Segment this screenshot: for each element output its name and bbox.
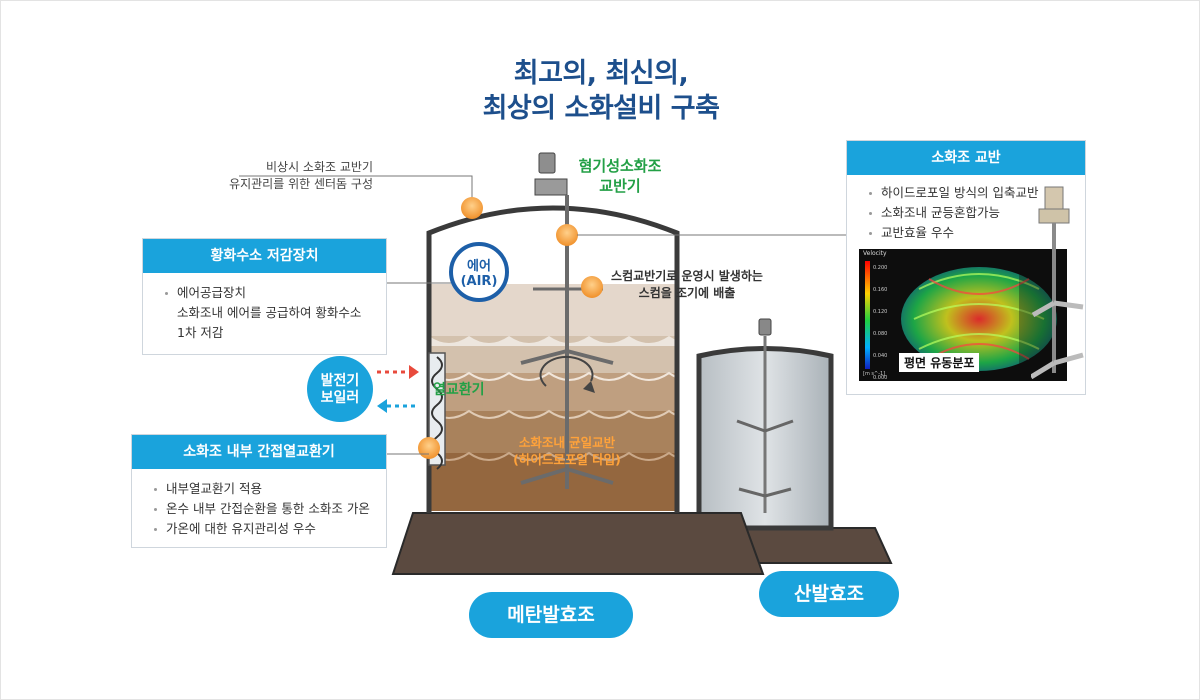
boiler-label: 발전기 보일러 <box>307 373 373 407</box>
velocity-tick: 0.080 <box>873 331 888 337</box>
air-line1: 에어 <box>467 259 491 274</box>
hot-water-arrow <box>377 365 419 379</box>
heat-exchanger-box-header: 소화조 내부 간접열교환기 <box>132 435 386 469</box>
mixer-annotation: 혐기성소화조 교반기 <box>565 156 675 196</box>
mixer-line1: 혐기성소화조 <box>578 157 662 175</box>
velocity-unit: [m s^-1] <box>863 371 886 377</box>
center-dome-annotation: 비상시 소화조 교반기 유지관리를 위한 센터돔 구성 <box>223 159 373 193</box>
list-item: 소화조내 균등혼합가능 <box>869 203 1071 223</box>
velocity-tick: 0.120 <box>873 309 888 315</box>
center-dome-line2: 유지관리를 위한 센터돔 구성 <box>229 177 373 191</box>
list-item: 소화조내 에어를 공급하여 황화수소 <box>177 305 362 320</box>
mixer-line2: 교반기 <box>599 177 641 195</box>
uniform-mix-annotation: 소화조내 균일교반 (하이드로포일 타입) <box>497 434 637 468</box>
boiler-circle <box>307 356 373 422</box>
page-title-line2: 최상의 소화설비 구축 <box>482 93 720 124</box>
hydrofoil-mixer-graphic <box>1031 186 1084 380</box>
methane-tank-label: 메탄발효조 <box>469 592 633 638</box>
marker-heat-exchanger <box>418 437 440 459</box>
list-item: 가온에 대한 유지관리성 우수 <box>154 519 372 539</box>
marker-scum <box>581 276 603 298</box>
agitator-box-header: 소화조 교반 <box>847 141 1085 175</box>
acid-tank-label: 산발효조 <box>759 571 899 617</box>
h2s-box-header: 황화수소 저감장치 <box>143 239 386 273</box>
velocity-plot <box>865 249 1067 381</box>
heat-exchanger-box-list: 내부열교환기 적용 온수 내부 간접순환을 통한 소화조 가온 가온에 대한 유… <box>132 469 386 547</box>
h2s-box-list: 에어공급장치 소화조내 에어를 공급하여 황화수소 1차 저감 <box>143 273 386 351</box>
air-label: 에어 (AIR) <box>453 259 505 289</box>
velocity-tick: 0.040 <box>873 353 888 359</box>
return-water-arrow <box>377 399 419 413</box>
heat-exchanger-box: 소화조 내부 간접열교환기 내부열교환기 적용 온수 내부 간접순환을 통한 소… <box>131 434 387 548</box>
h2s-reduction-box: 황화수소 저감장치 에어공급장치 소화조내 에어를 공급하여 황화수소 1차 저… <box>142 238 387 355</box>
scum-line1: 스컴교반기로 운영시 발생하는 <box>611 269 763 283</box>
list-item: 하이드로포일 방식의 입축교반 <box>869 183 1071 203</box>
page-title-line1: 최고의, 최신의, <box>513 58 689 89</box>
scum-line2: 스컴을 조기에 배출 <box>638 286 736 300</box>
boiler-line2: 보일러 <box>320 390 360 406</box>
uniform-mix-line1: 소화조내 균일교반 <box>518 435 616 450</box>
velocity-tick: 0.000 <box>873 375 888 381</box>
velocity-tick: 0.200 <box>873 265 888 271</box>
list-item: 에어공급장치 <box>165 283 372 303</box>
marker-center-dome <box>461 197 483 219</box>
scum-annotation: 스컴교반기로 운영시 발생하는 스컴을 조기에 배출 <box>607 268 767 302</box>
uniform-mix-line2: (하이드로포일 타입) <box>513 452 621 467</box>
boiler-line1: 발전기 <box>320 373 360 389</box>
air-line2: (AIR) <box>460 274 498 289</box>
marker-mixer <box>556 224 578 246</box>
heat-exchanger-coil <box>428 352 446 470</box>
heat-exchanger-label: 열교환기 <box>433 382 485 398</box>
list-item: 온수 내부 간접순환을 통한 소화조 가온 <box>154 499 372 519</box>
center-dome-line1: 비상시 소화조 교반기 <box>266 160 373 174</box>
velocity-title: Velocity <box>863 250 887 257</box>
velocity-ticks: 0.200 0.160 0.120 0.080 0.040 0.000 <box>873 257 887 389</box>
agitator-box-list: 하이드로포일 방식의 입축교반 소화조내 균등혼합가능 교반효율 우수 <box>847 175 1085 251</box>
velocity-tick: 0.160 <box>873 287 888 293</box>
air-circle <box>449 242 509 302</box>
flow-distribution-label: 평면 유동분포 <box>899 353 980 372</box>
list-item: 교반효율 우수 <box>869 223 1071 243</box>
list-item: 1차 저감 <box>177 325 224 340</box>
list-item: 내부열교환기 적용 <box>154 479 372 499</box>
